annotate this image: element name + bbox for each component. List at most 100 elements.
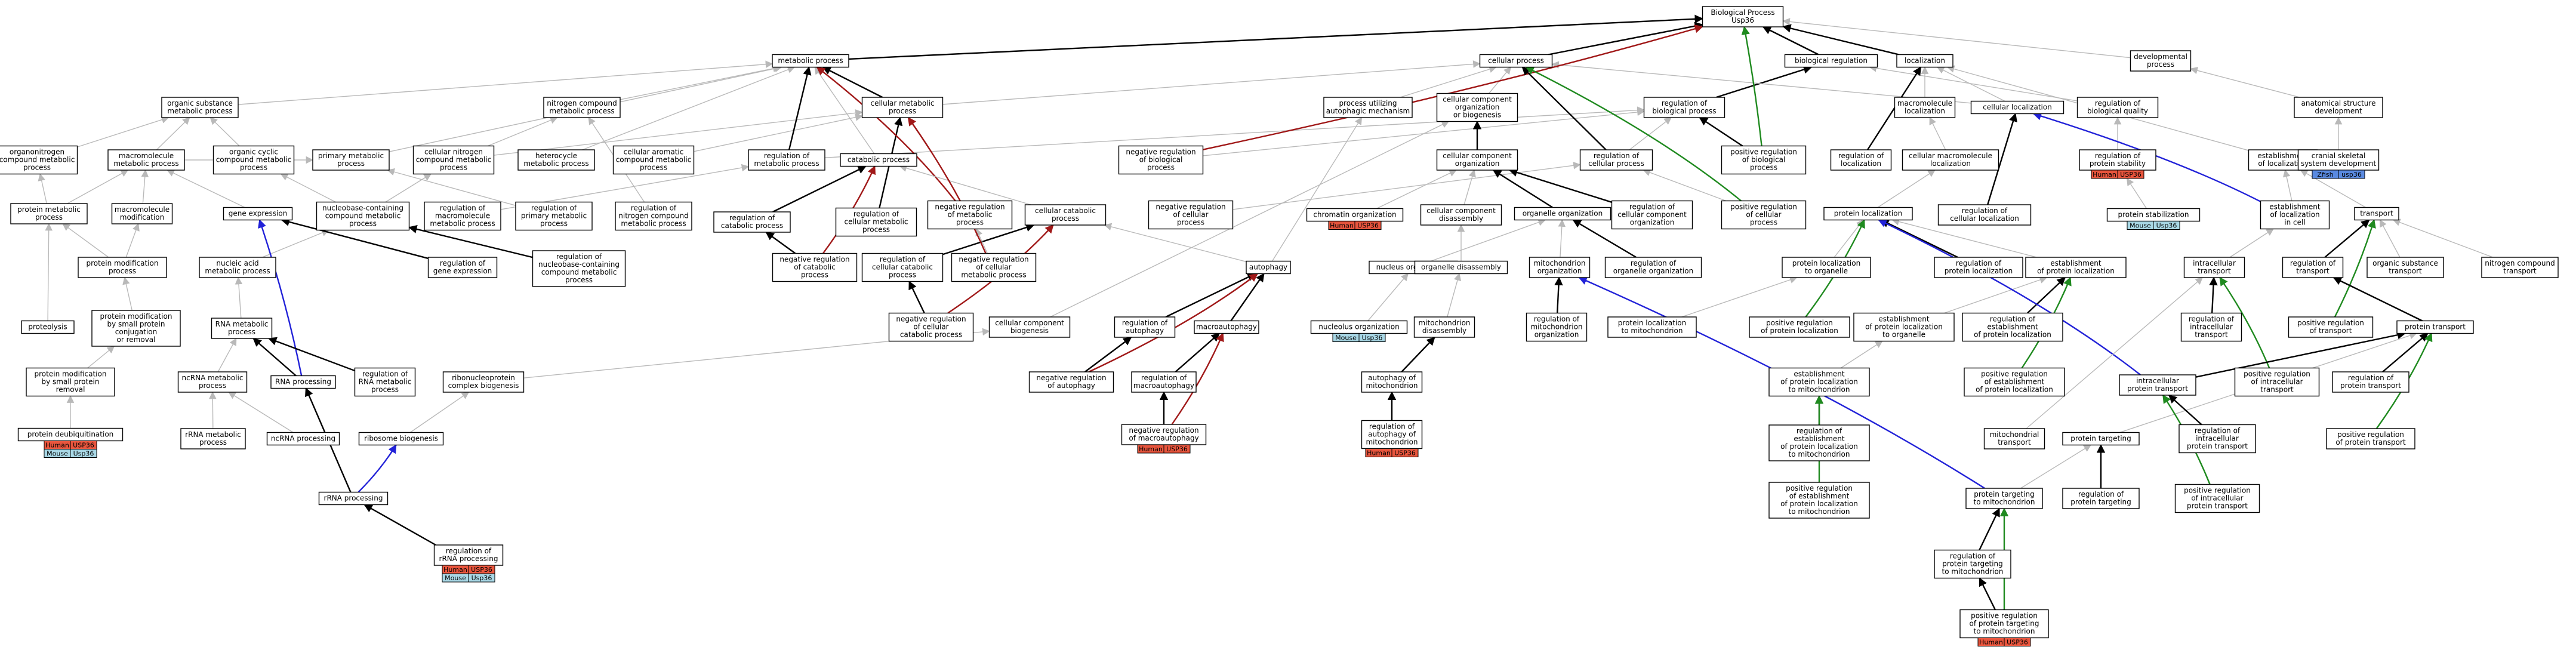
part-of-edge [2209,276,2218,313]
term-label-line: regulation of [1956,259,2002,267]
annotation-cell [468,573,495,583]
term-label-line: to mitochondrion [1789,507,1850,516]
term-label-line: cellular component [1443,152,1512,160]
term-box [2481,257,2559,278]
annotation-gene: Usp36 [1362,334,1383,342]
term-box [312,149,390,171]
term-label-line: mitochondrion [1530,323,1582,331]
term-box [1024,204,1107,226]
annotation-cell [2117,170,2144,179]
term-label-line: regulation of [1962,207,2008,215]
term-label-line: protein modification [35,370,107,378]
is-a-edge [409,392,470,433]
term-label-line: modification [120,213,164,221]
term-box [1118,145,1204,175]
annotation-species: Mouse [47,450,68,458]
term-label-line: protein transport [2405,323,2466,331]
regulates-edge [1878,219,2141,375]
term-box [835,207,917,237]
go-term-protein-transport: protein transport [2396,320,2474,334]
term-label-line: mitochondrion [1366,381,1418,390]
term-box [1934,549,2011,579]
term-label-line: cranial skeletal [2312,152,2366,160]
part-of-edge [281,217,429,260]
term-box [1323,97,1413,118]
annotation-species: Zfish [2317,171,2333,178]
term-label-line: cellular catabolic [872,263,933,272]
term-box [2326,428,2415,449]
term-label-line: compound metabolic [325,212,401,220]
negatively-regulates-edge [907,116,987,254]
term-label-line: process [349,220,377,228]
is-a-edge [582,66,796,150]
annotation-cell [2153,221,2180,230]
term-label-line: process [199,438,227,446]
is-a-edge [494,109,863,156]
part-of-edge [1165,273,1256,318]
go-term-regulation-nucleobase-metabolic: regulation ofnucleobase-containingcompou… [532,250,626,287]
term-box [840,153,917,167]
annotation-species: Human [45,442,69,449]
negatively-regulates-edge [1088,273,1259,373]
negatively-regulates-edge [1203,24,1703,150]
annotation-species: Mouse [2130,222,2151,230]
go-term-protein-targeting: protein targeting [2062,432,2140,446]
term-box [927,200,1013,230]
part-of-edge [1230,273,1265,322]
term-label-line: organization [1455,159,1500,168]
is-a-edge [488,116,558,147]
term-label-line: heterocycle [535,152,577,160]
term-box [1962,312,2063,342]
term-box [177,371,248,393]
term-label-line: establishment [1794,370,1845,378]
term-box [615,201,692,231]
term-box [354,367,416,397]
term-label-line: process [240,164,267,172]
term-label-line: of cellular [1173,211,1208,219]
term-label-line: protein stability [2090,159,2146,168]
term-box [433,544,504,566]
term-label-line: of localization [2270,211,2319,219]
term-label-line: organonitrogen [10,148,64,156]
term-label-line: compound metabolic [541,268,617,276]
is-a-edge [77,116,170,147]
term-label-line: cellular localization [1983,103,2052,112]
term-box [1965,488,2043,509]
annotation-species: Human [1330,222,1354,230]
term-label-line: process [440,164,467,172]
term-label-line: protein modification [100,312,172,321]
term-box [211,318,273,339]
term-label-line: or removal [117,335,156,344]
positively-regulates-edge [1525,66,1742,202]
term-label-line: ncRNA processing [271,435,335,443]
term-label-line: negative regulation [1126,148,1195,156]
part-of-edge [1401,336,1435,372]
term-box [1529,257,1591,278]
term-label-line: positive regulation [1981,370,2048,378]
part-of-edge [2168,395,2202,426]
term-label-line: regulation of [1122,319,1168,327]
term-label-line: intracellular [2190,323,2233,331]
term-label-line: of protein localization [1761,327,1838,335]
go-term-transport: transport [2354,207,2399,221]
is-a-edge [1050,121,1450,318]
is-a-edge [1891,218,2037,258]
term-label-line: regulation of [2095,99,2141,107]
term-box [2079,149,2156,171]
term-box [2076,97,2159,118]
term-box [1970,100,2065,115]
term-label-line: of intracellular [2191,494,2243,503]
term-box [2174,484,2260,513]
